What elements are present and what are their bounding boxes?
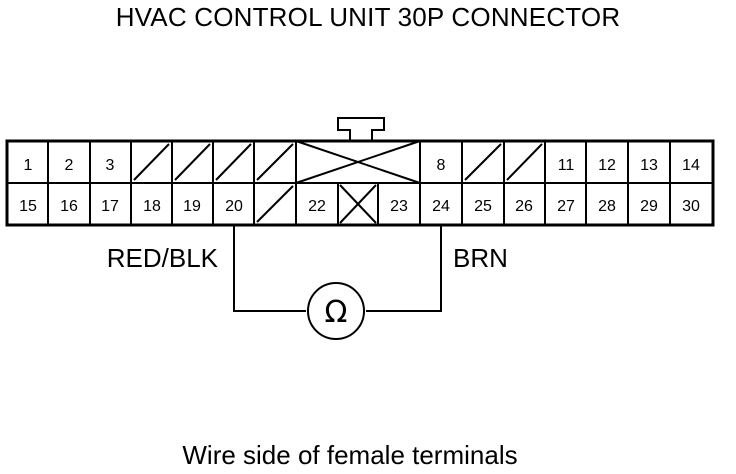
pin-16: 16 bbox=[60, 198, 78, 215]
empty-cavity bbox=[215, 143, 252, 181]
pin-25: 25 bbox=[474, 198, 492, 215]
pin-15: 15 bbox=[19, 198, 37, 215]
wire-label-left: RED/BLK bbox=[107, 243, 219, 273]
pin-17: 17 bbox=[101, 198, 119, 215]
blank-block bbox=[295, 140, 421, 184]
pin-12: 12 bbox=[598, 157, 616, 174]
pin-20: 20 bbox=[225, 198, 243, 215]
pin-1: 1 bbox=[24, 157, 33, 174]
pin-19: 19 bbox=[183, 198, 201, 215]
pin-3: 3 bbox=[106, 157, 115, 174]
diagram-caption: Wire side of female terminals bbox=[182, 440, 518, 470]
ohmmeter-symbol bbox=[307, 282, 365, 340]
pin-26: 26 bbox=[515, 198, 533, 215]
pin-11: 11 bbox=[558, 157, 575, 174]
empty-cavity bbox=[133, 143, 170, 181]
pin-28: 28 bbox=[598, 198, 616, 215]
pin-29: 29 bbox=[640, 198, 658, 215]
pin-14: 14 bbox=[682, 157, 700, 174]
pin-30: 30 bbox=[682, 198, 700, 215]
wire-label-right: BRN bbox=[453, 243, 508, 273]
pin-22: 22 bbox=[308, 198, 326, 215]
empty-cavity bbox=[174, 143, 211, 181]
pin-18: 18 bbox=[143, 198, 161, 215]
pin-23: 23 bbox=[390, 198, 408, 215]
diagram-title: HVAC CONTROL UNIT 30P CONNECTOR bbox=[115, 2, 621, 32]
pin-8: 8 bbox=[437, 157, 446, 174]
empty-cavity bbox=[256, 185, 294, 223]
empty-cavity bbox=[506, 143, 543, 181]
ohm-icon: Ω bbox=[325, 295, 348, 330]
empty-cavity bbox=[256, 143, 294, 181]
pin-24: 24 bbox=[432, 198, 450, 215]
empty-cavity bbox=[464, 143, 502, 181]
pin-27: 27 bbox=[557, 198, 575, 215]
pin-2: 2 bbox=[65, 157, 74, 174]
test-lead-right bbox=[366, 225, 442, 312]
blank-block bbox=[339, 184, 377, 224]
pin-13: 13 bbox=[640, 157, 658, 174]
connector-lock-tab bbox=[337, 117, 385, 141]
test-lead-left bbox=[233, 225, 306, 312]
